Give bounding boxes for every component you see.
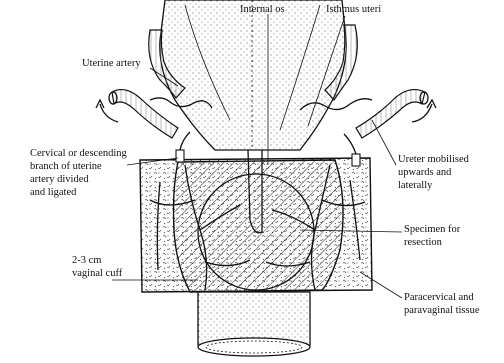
- label-ureter-line-3: laterally: [398, 180, 433, 191]
- label-cervical-branch-line-1: Cervical or descending: [30, 148, 128, 159]
- label-cervical-branch-line-4: and ligated: [30, 187, 77, 198]
- left-ureter: [112, 90, 178, 138]
- label-specimen-line-1: Specimen for: [404, 224, 461, 235]
- right-ligature: [352, 154, 360, 166]
- label-paracervical-line-1: Paracervical and: [404, 292, 474, 303]
- label-paracervical-line-2: paravaginal tissue: [404, 305, 480, 316]
- left-ligature: [176, 150, 184, 162]
- label-uterine-artery: Uterine artery: [82, 58, 141, 69]
- right-ureter-arrow: [412, 104, 432, 122]
- label-cervical-branch-line-3: artery divided: [30, 174, 89, 185]
- label-internal-os: Internal os: [240, 4, 285, 15]
- label-specimen-line-2: resection: [404, 237, 443, 248]
- label-vaginal-cuff-line-1: 2-3 cm: [72, 255, 101, 266]
- label-vaginal-cuff-line-2: vaginal cuff: [72, 268, 123, 279]
- uterus-body: [160, 0, 346, 150]
- label-ureter-line-1: Ureter mobilised: [398, 154, 470, 165]
- right-ureter: [356, 90, 425, 138]
- label-ureter-line-2: upwards and: [398, 167, 452, 178]
- label-cervical-branch-line-2: branch of uterine: [30, 161, 102, 172]
- ureter-leader: [372, 120, 396, 165]
- label-isthmus-uteri: Isthmus uteri: [326, 4, 381, 15]
